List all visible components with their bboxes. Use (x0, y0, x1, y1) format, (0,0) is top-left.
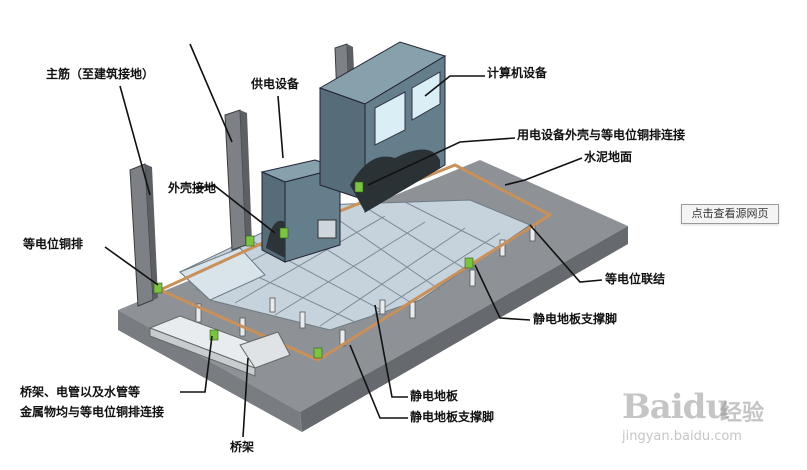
label-main-rebar: 主筋（至建筑接地） (46, 67, 154, 82)
label-computer-equipment: 计算机设备 (487, 66, 547, 81)
label-support-foot-right: 静电地板支撑脚 (533, 312, 617, 327)
label-static-floor: 静电地板 (410, 389, 458, 404)
label-metal-bonding-line1: 桥架、电管以及水管等 (20, 385, 140, 400)
label-enclosure-bonding: 用电设备外壳与等电位铜排连接 (517, 128, 685, 143)
label-support-foot-bottom: 静电地板支撑脚 (410, 410, 494, 425)
watermark-product: 经验 (720, 395, 764, 427)
label-metal-bonding-line2: 金属物均与等电位铜排连接 (20, 405, 164, 420)
label-copper-busbar: 等电位铜排 (23, 237, 83, 252)
label-power-equipment: 供电设备 (251, 77, 299, 92)
watermark-url: jingyan.baidu.com (622, 429, 742, 444)
view-source-button[interactable]: 点击查看源网页 (681, 204, 779, 224)
label-cable-tray: 桥架 (230, 440, 254, 455)
label-cement-floor: 水泥地面 (584, 150, 632, 165)
label-shell-grounding: 外壳接地 (168, 181, 216, 196)
watermark-brand: Baidu (622, 387, 729, 427)
baidu-jingyan-watermark: Baidu 经验 jingyan.baidu.com (592, 381, 792, 451)
label-equipotential-bonding: 等电位联结 (605, 272, 665, 287)
